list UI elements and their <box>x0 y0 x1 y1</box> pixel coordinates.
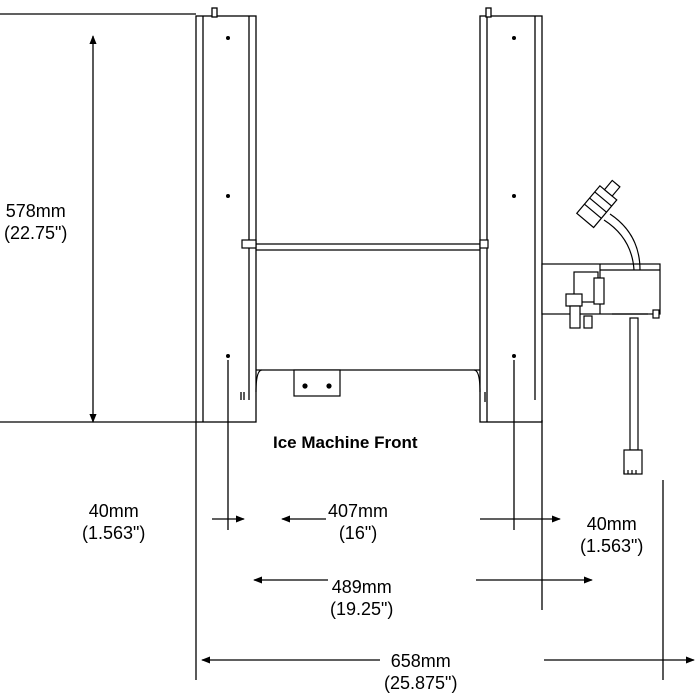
upper-fitting <box>575 179 621 229</box>
outer-span-label: 489mm (19.25") <box>328 576 396 620</box>
drain-tube <box>603 213 643 475</box>
left-column-screw <box>226 36 230 40</box>
inner-span-label: 407mm (16") <box>326 500 391 544</box>
height-label: 578mm (22.75") <box>2 200 70 244</box>
dim-height <box>0 13 196 423</box>
left-column-screw <box>226 194 230 198</box>
bottom-bracket <box>255 369 481 397</box>
left-column <box>195 7 257 423</box>
water-valve-assembly <box>541 263 661 329</box>
total-width-label: 658mm (25.875") <box>382 650 460 694</box>
cross-bar <box>241 239 489 251</box>
right-offset-label: 40mm (1.563") <box>578 513 646 557</box>
left-offset-label: 40mm (1.563") <box>80 500 148 544</box>
right-column <box>479 7 543 423</box>
dim-left-offset <box>212 360 245 530</box>
diagram-caption: Ice Machine Front <box>273 433 418 452</box>
dim-total-width <box>195 422 695 680</box>
right-column-screw <box>512 194 516 198</box>
left-column-screw <box>226 354 230 358</box>
right-column-screw <box>512 354 516 358</box>
right-column-screw <box>512 36 516 40</box>
